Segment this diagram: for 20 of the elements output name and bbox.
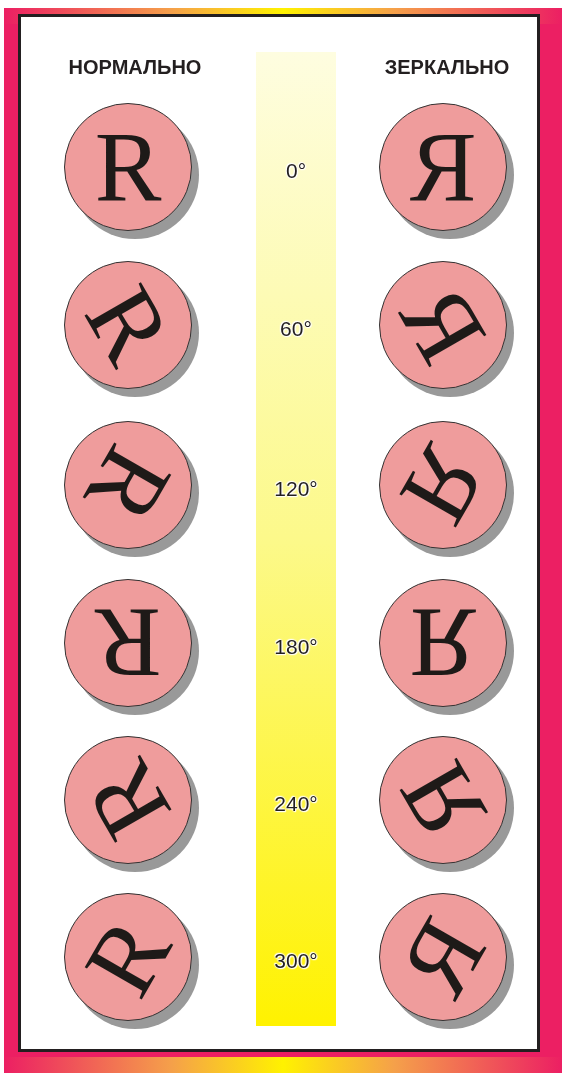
angle-label: 60° (280, 317, 312, 341)
rotated-letter: Я (377, 267, 510, 384)
column-heading: ЗЕРКАЛЬНО (384, 56, 510, 79)
angle-label: 120° (274, 477, 318, 501)
rotated-letter: R (61, 899, 194, 1016)
rotated-letter: R (61, 742, 194, 859)
angle-label: 300° (274, 949, 318, 973)
angle-label: 240° (274, 792, 318, 816)
rotated-letter: R (62, 427, 195, 544)
rotated-letter: Я (376, 742, 509, 859)
angle-label: 0° (285, 159, 307, 183)
rotated-letter: Я (408, 110, 478, 224)
rotated-letter: Я (376, 899, 509, 1016)
rotated-letter: Я (377, 427, 510, 544)
rotated-letter: Я (408, 587, 478, 701)
rotated-letter: R (93, 110, 163, 224)
rotated-letter: R (93, 587, 163, 701)
rotated-letter: R (62, 267, 195, 384)
column-heading: НОРМАЛЬНО (68, 56, 202, 79)
angle-label: 180° (274, 635, 318, 659)
